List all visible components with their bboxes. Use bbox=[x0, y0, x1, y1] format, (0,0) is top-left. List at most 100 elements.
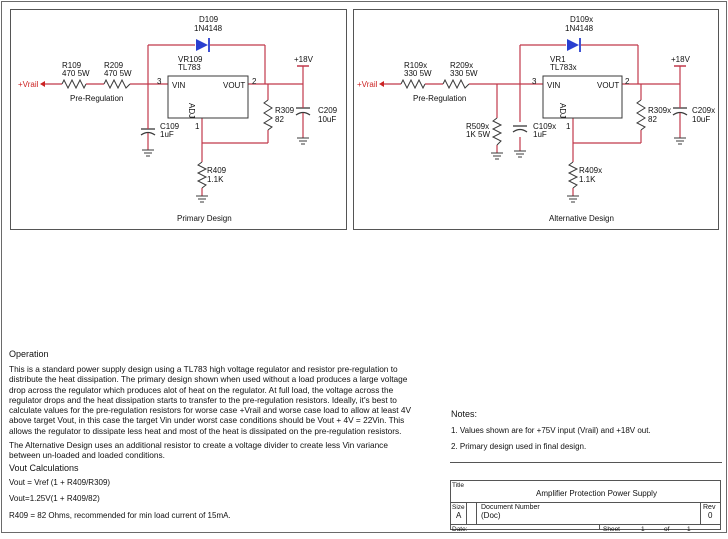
primary-resistor-r109 bbox=[61, 78, 87, 90]
primary-ground-symbols bbox=[142, 137, 309, 203]
primary-r309-ref: R309 bbox=[275, 106, 295, 115]
primary-capacitor-c209 bbox=[295, 104, 311, 124]
alternative-18v-label: +18V bbox=[671, 55, 690, 64]
alternative-pin2: 2 bbox=[625, 77, 630, 86]
alternative-capacitor-c109x bbox=[512, 125, 528, 133]
primary-pin-adj: ADJ bbox=[187, 103, 196, 119]
size-label: Size bbox=[452, 504, 465, 511]
date-label: Date: bbox=[452, 526, 468, 533]
vout-calculations-heading: Vout Calculations bbox=[9, 463, 79, 473]
alternative-c109x-ref: C109x bbox=[533, 122, 557, 131]
primary-c109-ref: C109 bbox=[160, 122, 180, 131]
primary-resistor-r409 bbox=[196, 161, 208, 189]
primary-pin-vin: VIN bbox=[172, 81, 186, 90]
note-1: 1. Values shown are for +75V input (Vrai… bbox=[451, 426, 651, 435]
alternative-d109x-part: 1N4148 bbox=[565, 24, 594, 33]
operation-heading: Operation bbox=[9, 349, 49, 359]
primary-r409-val: 1.1K bbox=[207, 175, 224, 184]
primary-wires bbox=[44, 44, 304, 196]
operation-paragraph-2: The Alternative Design uses an additiona… bbox=[9, 440, 388, 461]
primary-r409-ref: R409 bbox=[207, 166, 227, 175]
of-label: of bbox=[664, 526, 670, 533]
primary-c109-val: 1uF bbox=[160, 130, 174, 139]
alternative-vrail-port-arrow bbox=[379, 81, 384, 87]
primary-r109-ref: R109 bbox=[62, 61, 82, 70]
primary-pin-vout: VOUT bbox=[223, 81, 246, 90]
primary-d109-part: 1N4148 bbox=[194, 24, 223, 33]
primary-18v-label: +18V bbox=[294, 55, 313, 64]
size-value: A bbox=[456, 511, 462, 520]
alternative-r409x-ref: R409x bbox=[579, 166, 603, 175]
alternative-pin-vout: VOUT bbox=[597, 81, 620, 90]
alternative-ground-symbols bbox=[491, 137, 686, 203]
sheet-number: 1 bbox=[641, 526, 645, 533]
alternative-d109x-ref: D109x bbox=[570, 15, 594, 24]
title-value: Amplifier Protection Power Supply bbox=[536, 489, 657, 498]
primary-resistor-r209 bbox=[103, 78, 131, 90]
alternative-c209x-val: 10uF bbox=[692, 115, 711, 124]
primary-pin2: 2 bbox=[252, 77, 257, 86]
primary-r109-val: 470 5W bbox=[62, 69, 90, 78]
primary-vr109-ref: VR109 bbox=[178, 55, 203, 64]
primary-r209-val: 470 5W bbox=[104, 69, 132, 78]
primary-regulator-vr109 bbox=[167, 75, 249, 119]
primary-pin3: 3 bbox=[157, 77, 162, 86]
vout-equation-1: Vout = Vref (1 + R409/R309) bbox=[9, 478, 111, 487]
alternative-r109x-ref: R109x bbox=[404, 61, 428, 70]
alternative-pin3: 3 bbox=[532, 77, 537, 86]
alternative-r209x-val: 330 5W bbox=[450, 69, 478, 78]
alternative-resistor-r309x bbox=[635, 99, 646, 131]
alternative-vr1-ref: VR1 bbox=[550, 55, 566, 64]
primary-vrail-port-arrow bbox=[40, 81, 45, 87]
primary-pin1: 1 bbox=[195, 122, 200, 131]
alternative-pin-adj: ADJ bbox=[558, 103, 567, 119]
document-number-label: Document Number bbox=[481, 504, 540, 511]
alternative-pin1: 1 bbox=[566, 122, 571, 131]
alternative-c209x-ref: C209x bbox=[692, 106, 716, 115]
document-number-value: (Doc) bbox=[481, 511, 501, 520]
title-block bbox=[450, 480, 721, 530]
alternative-panel-frame bbox=[353, 9, 719, 230]
alternative-vr1-part: TL783x bbox=[550, 63, 577, 72]
primary-d109-ref: D109 bbox=[199, 15, 219, 24]
alternative-r309x-val: 82 bbox=[648, 115, 657, 124]
rev-label: Rev bbox=[703, 504, 716, 511]
primary-c209-ref: C209 bbox=[318, 106, 338, 115]
primary-r309-val: 82 bbox=[275, 115, 284, 124]
sheet-total: 1 bbox=[687, 526, 691, 533]
primary-vrail-label: +Vrail bbox=[18, 80, 39, 89]
primary-diode-d109 bbox=[196, 38, 210, 52]
sheet-label: Sheet bbox=[603, 526, 620, 533]
alternative-regulator-vr1 bbox=[542, 75, 623, 119]
primary-design-panel bbox=[10, 9, 347, 230]
alternative-vrail-label: +Vrail bbox=[357, 80, 378, 89]
operation-paragraph-1: This is a standard power supply design u… bbox=[9, 364, 412, 436]
vout-equation-3: R409 = 82 Ohms, recommended for min load… bbox=[9, 511, 231, 520]
alternative-resistor-r109x bbox=[400, 78, 426, 90]
primary-vr109-part: TL783 bbox=[178, 63, 201, 72]
alternative-r309x-ref: R309x bbox=[648, 106, 672, 115]
alternative-resistor-r509x bbox=[491, 117, 503, 146]
alternative-preregulation-label: Pre-Regulation bbox=[413, 94, 467, 103]
primary-resistor-r309 bbox=[262, 99, 273, 131]
alternative-c109x-val: 1uF bbox=[533, 130, 547, 139]
note-2: 2. Primary design used in final design. bbox=[451, 442, 587, 451]
notes-heading: Notes: bbox=[451, 409, 478, 419]
alternative-r509x-val: 1K 5W bbox=[466, 130, 491, 139]
primary-panel-frame bbox=[10, 9, 347, 230]
alternative-capacitor-c209x bbox=[672, 104, 688, 124]
alternative-diode-d109x bbox=[567, 38, 581, 52]
vout-equation-2: Vout=1.25V(1 + R409/82) bbox=[9, 494, 100, 503]
primary-caption: Primary Design bbox=[177, 214, 232, 223]
alternative-resistor-r209x bbox=[442, 78, 470, 90]
alternative-r409x-val: 1.1K bbox=[579, 175, 596, 184]
primary-r209-ref: R209 bbox=[104, 61, 124, 70]
alternative-r109x-val: 330 5W bbox=[404, 69, 432, 78]
alternative-caption: Alternative Design bbox=[549, 214, 614, 223]
alternative-r509x-ref: R509x bbox=[466, 122, 490, 131]
primary-capacitor-c109 bbox=[140, 118, 156, 142]
alternative-design-panel bbox=[353, 9, 719, 230]
